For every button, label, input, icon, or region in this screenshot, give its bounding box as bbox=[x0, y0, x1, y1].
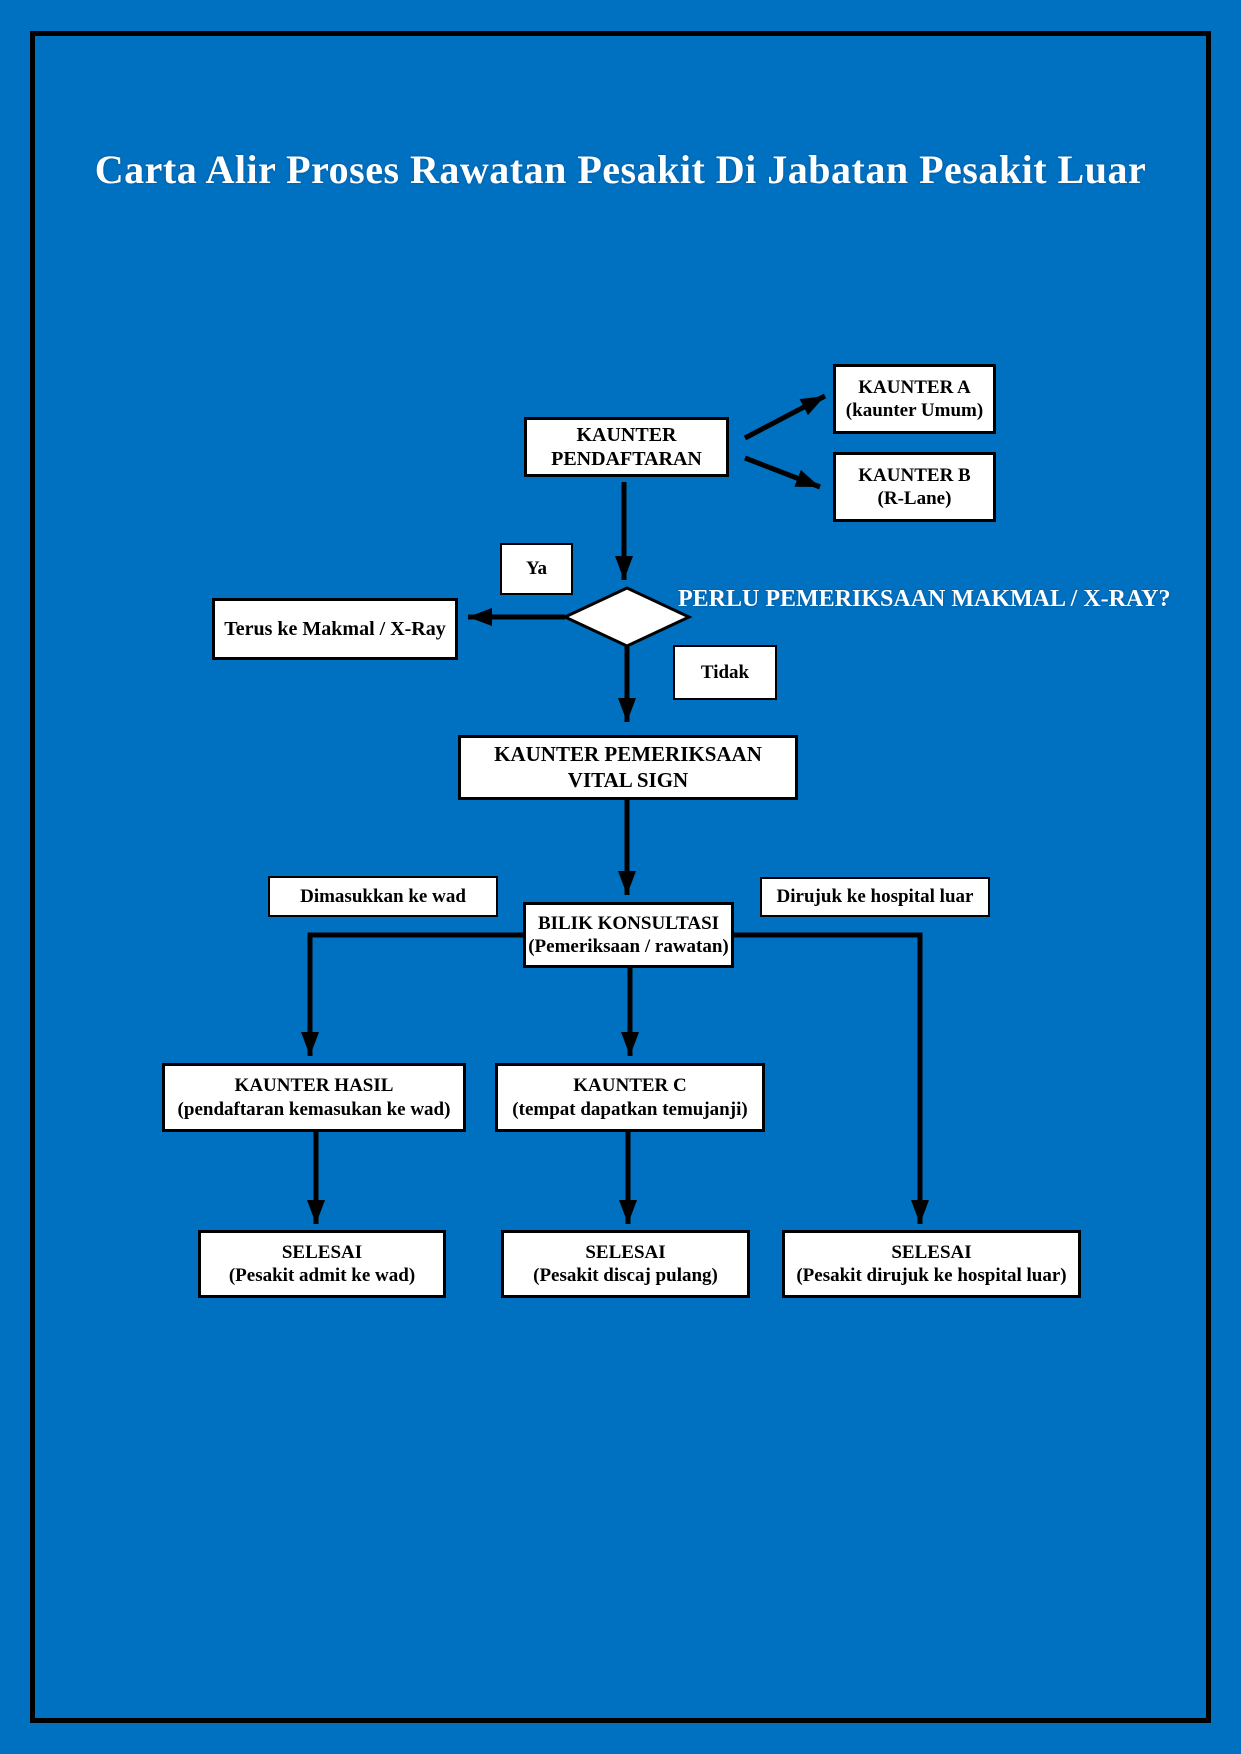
page-border-frame bbox=[30, 31, 1211, 1723]
node-kaunter-a: KAUNTER A (kaunter Umum) bbox=[833, 364, 996, 434]
node-label: KAUNTER bbox=[576, 423, 677, 446]
node-label: Dimasukkan ke wad bbox=[300, 885, 466, 907]
node-label: Ya bbox=[525, 558, 548, 580]
node-label: (pendaftaran kemasukan ke wad) bbox=[177, 1098, 451, 1120]
page-title: Carta Alir Proses Rawatan Pesakit Di Jab… bbox=[94, 147, 1147, 192]
node-label: KAUNTER A bbox=[858, 376, 971, 398]
node-kaunter-c: KAUNTER C (tempat dapatkan temujanji) bbox=[495, 1063, 765, 1132]
node-dirujuk-hospital-luar: Dirujuk ke hospital luar bbox=[760, 877, 990, 917]
node-label: (kaunter Umum) bbox=[845, 400, 984, 421]
node-label: Tidak bbox=[700, 661, 750, 683]
node-label: (Pesakit dirujuk ke hospital luar) bbox=[796, 1265, 1067, 1286]
node-terus-ke-makmal: Terus ke Makmal / X-Ray bbox=[212, 598, 458, 660]
node-label: SELESAI bbox=[281, 1241, 363, 1263]
node-label: BILIK KONSULTASI bbox=[537, 912, 720, 934]
node-label: KAUNTER PEMERIKSAAN VITAL SIGN bbox=[494, 741, 762, 792]
node-label: KAUNTER B bbox=[858, 464, 971, 486]
arrow-bilik-to-hasil bbox=[301, 932, 523, 1056]
node-kaunter-hasil: KAUNTER HASIL (pendaftaran kemasukan ke … bbox=[162, 1063, 466, 1132]
node-label: Dirujuk ke hospital luar bbox=[776, 886, 974, 908]
arrow-bilik-to-selesai-rujuk bbox=[734, 932, 929, 1224]
node-label: PENDAFTARAN bbox=[551, 448, 702, 470]
node-label-tidak: Tidak bbox=[673, 645, 777, 700]
decision-question: PERLU PEMERIKSAAN MAKMAL / X-RAY? bbox=[678, 586, 1171, 612]
node-bilik-konsultasi: BILIK KONSULTASI (Pemeriksaan / rawatan) bbox=[523, 902, 734, 968]
node-label: Terus ke Makmal / X-Ray bbox=[224, 617, 446, 640]
arrow-pendaftaran-to-kaunter-b bbox=[744, 455, 821, 490]
node-label: KAUNTER C bbox=[573, 1075, 687, 1097]
arrow-pendaftaran-to-kaunter-a bbox=[743, 393, 827, 441]
node-kaunter-vital-sign: KAUNTER PEMERIKSAAN VITAL SIGN bbox=[458, 735, 798, 800]
node-selesai-discaj-pulang: SELESAI (Pesakit discaj pulang) bbox=[501, 1230, 750, 1298]
node-label: (Pesakit discaj pulang) bbox=[533, 1265, 718, 1286]
node-selesai-admit-wad: SELESAI (Pesakit admit ke wad) bbox=[198, 1230, 446, 1298]
node-dimasukkan-ke-wad: Dimasukkan ke wad bbox=[268, 876, 498, 917]
node-label: KAUNTER HASIL bbox=[234, 1075, 394, 1097]
node-label-ya: Ya bbox=[500, 543, 573, 595]
node-label: (Pesakit admit ke wad) bbox=[228, 1265, 416, 1286]
node-label: (Pemeriksaan / rawatan) bbox=[528, 936, 729, 957]
node-selesai-dirujuk-hospital: SELESAI (Pesakit dirujuk ke hospital lua… bbox=[782, 1230, 1081, 1298]
node-label: (R-Lane) bbox=[877, 488, 952, 509]
node-label: (tempat dapatkan temujanji) bbox=[512, 1098, 748, 1120]
node-kaunter-pendaftaran: KAUNTER PENDAFTARAN bbox=[524, 417, 729, 477]
node-label: SELESAI bbox=[585, 1241, 666, 1263]
decision-diamond bbox=[561, 586, 693, 648]
node-kaunter-b: KAUNTER B (R-Lane) bbox=[833, 452, 996, 522]
node-label: SELESAI bbox=[891, 1241, 972, 1263]
